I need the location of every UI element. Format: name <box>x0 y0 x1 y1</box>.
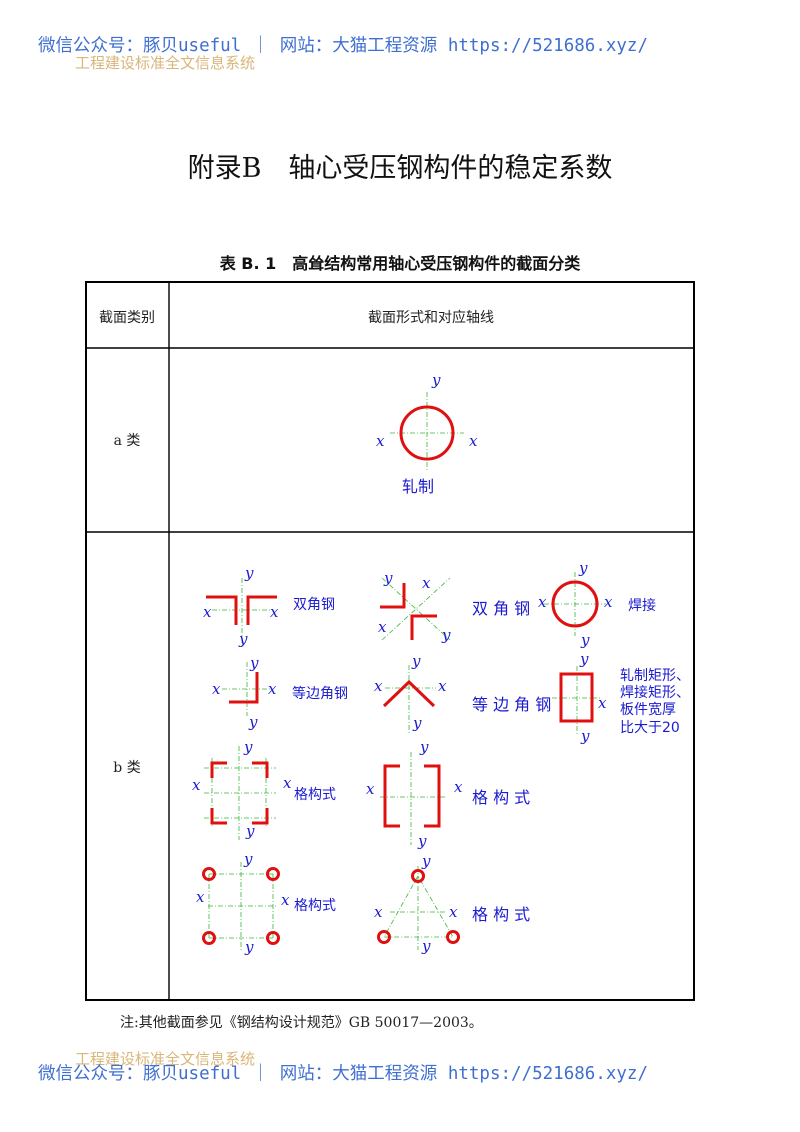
label-lattice-1: 格构式 <box>294 787 336 803</box>
label-double-angle: 双角钢 <box>293 597 335 613</box>
axis-x-label: x <box>422 574 431 592</box>
axis-x-label: x <box>281 891 290 909</box>
label-equal-angle: 等边角钢 <box>292 685 348 702</box>
label-welded: 焊接 <box>628 597 656 614</box>
axis-y-label: y <box>244 564 254 582</box>
axis-x-label: x <box>366 780 375 798</box>
axis-x-label: x <box>374 903 383 921</box>
axis-x-label: x <box>270 603 279 621</box>
axis-x-label: x <box>196 888 205 906</box>
header-section-form: 截面形式和对应轴线 <box>368 309 494 326</box>
axis-x-label: x <box>449 903 458 921</box>
table-caption: 表 B. 1 高耸结构常用轴心受压钢构件的截面分类 <box>219 254 581 273</box>
b-lattice-three-tube-figure: y x x y 格 构 式 <box>374 852 530 955</box>
axis-y-label: y <box>244 938 254 956</box>
axis-y-label: y <box>245 822 255 840</box>
axis-y-label: y <box>411 652 421 670</box>
axis-x-label: x <box>268 680 277 698</box>
b-double-angle-cross-figure: y x x y 双 角 钢 <box>378 569 530 644</box>
axis-y-label: y <box>441 626 451 644</box>
axis-y-label: y <box>243 738 253 756</box>
axis-y-label: y <box>248 713 258 731</box>
axis-y-label: y <box>580 631 590 649</box>
axis-y-label: y <box>421 937 431 955</box>
axis-y-label: y <box>412 714 422 732</box>
appendix-title: 附录B 轴心受压钢构件的稳定系数 <box>187 153 613 184</box>
axis-x-label: x <box>192 776 201 794</box>
footer-watermark: 工程建设标准全文信息系统 <box>75 1050 256 1068</box>
axis-y-label: y <box>243 850 253 868</box>
axis-x-label: x <box>469 432 478 450</box>
axis-x-label: x <box>212 680 221 698</box>
axis-x-label: x <box>598 694 607 712</box>
axis-x-label: x <box>376 432 385 450</box>
rect-note-line-4: 比大于20 <box>620 720 680 736</box>
label-lattice-2: 格 构 式 <box>472 788 530 807</box>
axis-y-label: y <box>579 650 589 668</box>
header-category: 截面类别 <box>99 310 155 326</box>
b-lattice-four-angle-figure: y x x y 格构式 <box>192 738 336 840</box>
axis-x-label: x <box>203 603 212 621</box>
label-equal-angle-2: 等 边 角 钢 <box>472 695 551 714</box>
axis-y-label: y <box>419 738 429 756</box>
axis-x-label: x <box>604 593 613 611</box>
b-lattice-four-tube-figure: y x x y 格构式 <box>196 850 336 956</box>
footer-banner: 微信公众号：豚贝useful ｜ 网站：大猫工程资源 https://52168… <box>38 1064 649 1084</box>
axis-y-label: y <box>383 569 393 587</box>
axis-y-label: y <box>238 630 248 648</box>
b-double-angle-figure: y x x y 双角钢 <box>203 564 335 648</box>
axis-y-label: y <box>249 654 259 672</box>
label-rolled: 轧制 <box>402 477 434 496</box>
axis-x-label: x <box>378 618 387 636</box>
b-equal-angle-figure: y x x y 等边角钢 <box>212 654 348 731</box>
axis-y-label: y <box>580 727 590 745</box>
axis-x-label: x <box>538 593 547 611</box>
rect-note-line-2: 焊接矩形、 <box>620 684 690 701</box>
axis-y-label: y <box>417 832 427 850</box>
axis-x-label: x <box>454 778 463 796</box>
label-lattice-4: 格 构 式 <box>472 905 530 924</box>
label-double-angle-2: 双 角 钢 <box>472 599 530 618</box>
axis-x-label: x <box>438 677 447 695</box>
label-lattice-3: 格构式 <box>294 898 336 914</box>
rect-note-line-1: 轧制矩形、 <box>620 668 690 684</box>
axis-x-label: x <box>374 677 383 695</box>
axis-y-label: y <box>421 852 431 870</box>
category-a: a 类 <box>114 433 141 449</box>
b-lattice-channel-figure: y x x y 格 构 式 <box>366 738 530 850</box>
category-b: b 类 <box>113 760 140 776</box>
table-note: 注:其他截面参见《钢结构设计规范》GB 50017—2003。 <box>120 1015 483 1031</box>
header-banner: 微信公众号：豚贝useful ｜ 网站：大猫工程资源 https://52168… <box>38 36 649 56</box>
axis-y-label: y <box>431 371 441 389</box>
table-frame <box>85 281 695 1001</box>
a-rolled-tube-figure: y x x 轧制 <box>376 371 478 496</box>
b-welded-tube-figure: y x x y 焊接 <box>538 559 656 649</box>
b-equal-angle-v-figure: y x x y 等 边 角 钢 <box>374 652 551 735</box>
axis-y-label: y <box>578 559 588 577</box>
b-rectangle-figure: y x y 轧制矩形、 焊接矩形、 板件宽厚 比大于20 <box>552 650 690 745</box>
header-watermark: 工程建设标准全文信息系统 <box>75 54 256 72</box>
rect-note-line-3: 板件宽厚 <box>620 701 676 718</box>
axis-x-label: x <box>283 774 292 792</box>
